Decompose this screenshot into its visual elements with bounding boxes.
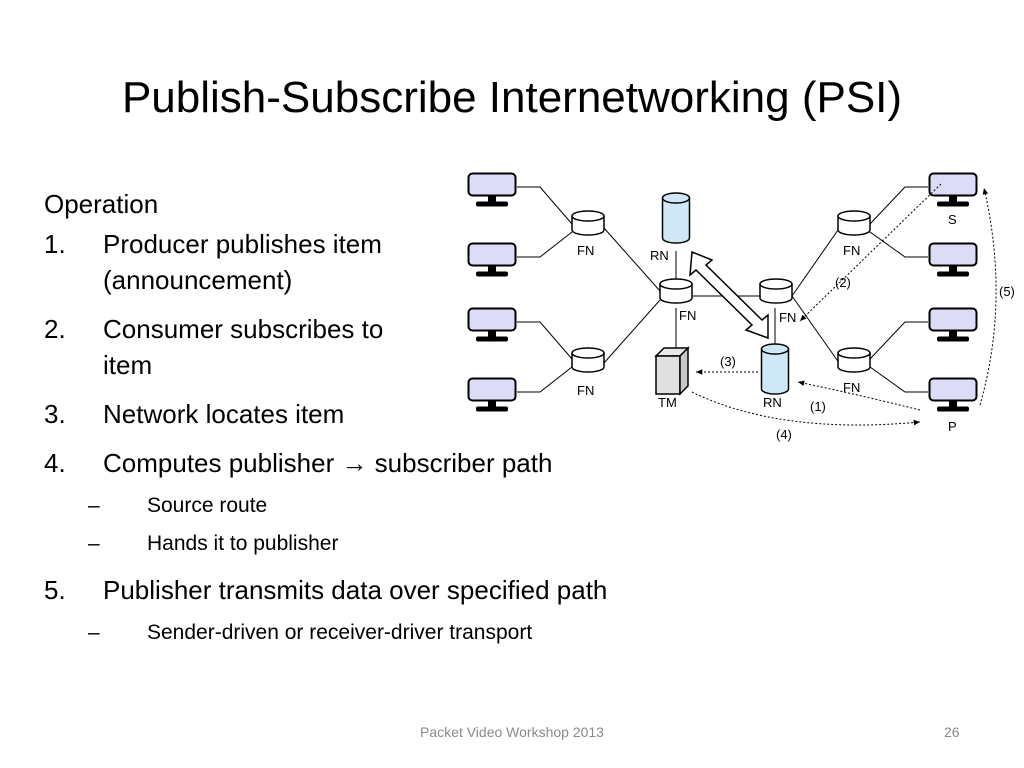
rn-node-icon: [661, 192, 691, 244]
step-1-label: (1): [810, 399, 826, 414]
item-number: 2.: [44, 314, 66, 344]
list-item: 1. Producer publishes item (announcement…: [44, 226, 433, 298]
fn-router-icon: [659, 278, 693, 304]
fn-label: FN: [679, 308, 696, 323]
fn-router-icon: [837, 347, 871, 373]
slide-body: Operation 1. Producer publishes item (an…: [44, 186, 744, 659]
step-3-label: (3): [720, 354, 736, 369]
item-number: 4.: [44, 448, 66, 478]
sub-item-text: Source route: [147, 494, 268, 517]
footer-text: Packet Video Workshop 2013: [420, 724, 604, 740]
dash-marker: –: [88, 621, 100, 644]
host-monitor-icon: [467, 377, 517, 413]
step-arrows: [691, 183, 997, 426]
subscriber-monitor-icon: [928, 172, 978, 208]
psi-network-diagram: FN FN FN FN FN FN RN RN TM S P (2) (3) (…: [467, 172, 1015, 442]
host-monitor-icon: [467, 242, 517, 278]
sub-item: – Sender-driven or receiver-driver trans…: [44, 619, 744, 647]
host-monitor-icon: [467, 307, 517, 343]
fn-router-icon: [571, 210, 605, 236]
fn-label: FN: [577, 243, 594, 258]
list-item: 2. Consumer subscribes to item: [44, 311, 423, 383]
fn-router-icon: [837, 210, 871, 236]
page-number: 26: [944, 724, 960, 740]
item-text: Consumer subscribes to item: [103, 314, 384, 380]
rn-exchange-arrow: [689, 250, 769, 340]
list-item: 5. Publisher transmits data over specifi…: [44, 572, 744, 608]
dash-marker: –: [88, 494, 100, 517]
host-monitor-icon: [928, 242, 978, 278]
sub-item-text: Hands it to publisher: [147, 532, 339, 555]
tm-label: TM: [658, 395, 677, 410]
host-monitor-icon: [928, 307, 978, 343]
step-2-label: (2): [835, 275, 851, 290]
item-number: 1.: [44, 229, 66, 259]
item-text: Computes publisher → subscriber path: [103, 448, 553, 478]
dash-marker: –: [88, 532, 100, 555]
step-5-label: (5): [999, 284, 1015, 299]
page-title: Publish-Subscribe Internetworking (PSI): [121, 73, 903, 122]
step-4-label: (4): [776, 427, 792, 442]
fn-router-icon: [759, 278, 793, 304]
fn-label: FN: [843, 380, 860, 395]
rn-label: RN: [650, 248, 669, 263]
sub-item: – Hands it to publisher: [44, 530, 744, 558]
publisher-monitor-icon: [928, 377, 978, 413]
item-text: Publisher transmits data over specified …: [103, 575, 608, 605]
fn-label: FN: [577, 383, 594, 398]
rn-label: RN: [763, 395, 782, 410]
item-number: 3.: [44, 399, 66, 429]
operation-heading: Operation: [44, 189, 159, 219]
list-item: 3. Network locates item: [44, 396, 744, 432]
item-number: 5.: [44, 575, 66, 605]
fn-label: FN: [779, 310, 796, 325]
publisher-label: P: [948, 419, 957, 434]
fn-router-icon: [571, 347, 605, 373]
item-text: Producer publishes item (announcement): [103, 229, 382, 295]
rn-node-icon: [760, 343, 790, 395]
sub-item-text: Sender-driven or receiver-driver transpo…: [147, 621, 533, 644]
host-monitor-icon: [467, 172, 517, 208]
sub-item: – Source route: [44, 492, 744, 520]
subscriber-label: S: [948, 212, 957, 227]
tm-server-icon: [654, 346, 690, 396]
item-text: Network locates item: [103, 399, 345, 429]
fn-label: FN: [843, 243, 860, 258]
list-item: 4. Computes publisher → subscriber path: [44, 445, 744, 481]
